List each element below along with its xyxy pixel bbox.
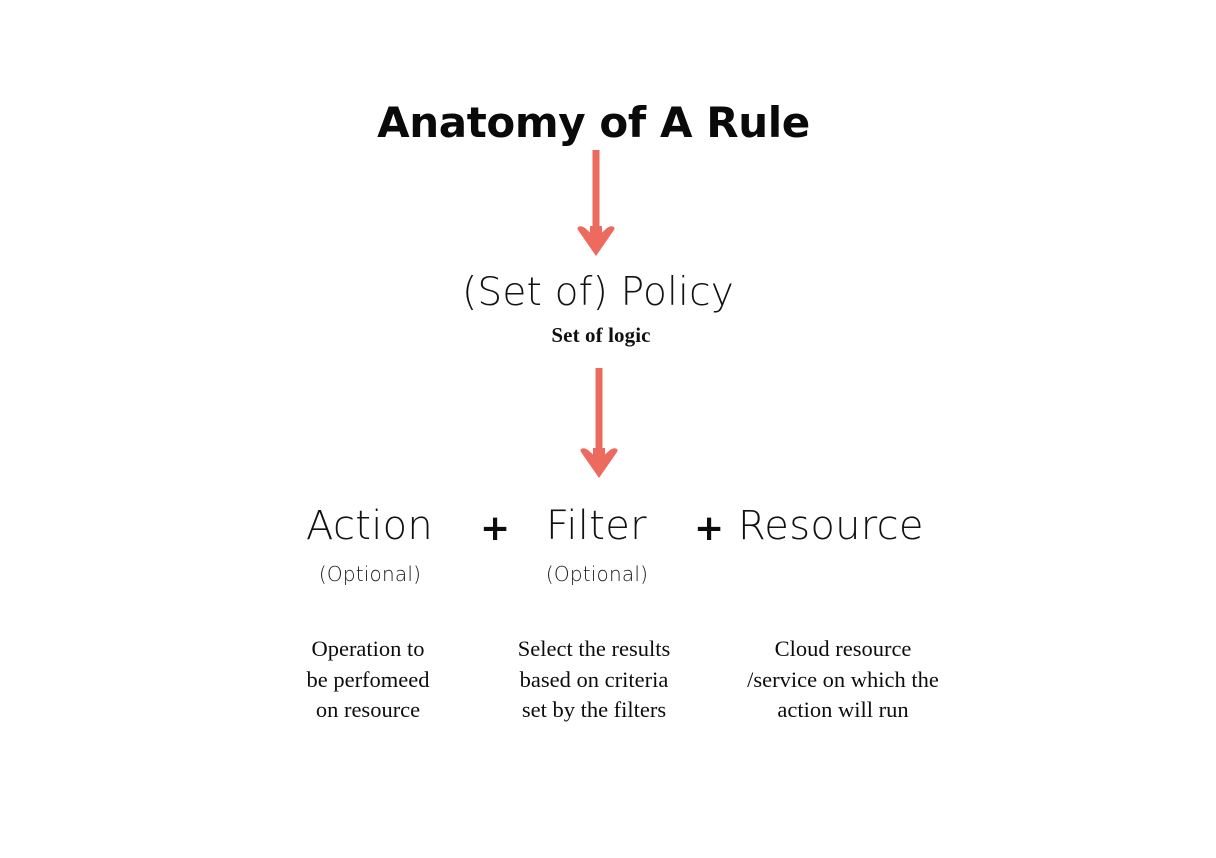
page-title: Anatomy of A Rule bbox=[377, 98, 810, 147]
plus-operator-1: + bbox=[480, 508, 511, 549]
components-row: Action + Filter + Resource bbox=[288, 498, 938, 564]
component-label-action: Action bbox=[306, 503, 434, 549]
component-label-resource: Resource bbox=[738, 503, 924, 549]
description-action: Operation to be perfomeed on resource bbox=[306, 636, 430, 722]
component-label-filter: Filter bbox=[546, 503, 647, 549]
description-resource: Cloud resource /service on which the act… bbox=[747, 636, 939, 722]
descriptions-row: Operation to be perfomeed on resource Se… bbox=[268, 634, 968, 726]
plus-operator-2: + bbox=[694, 508, 725, 549]
optional-label-action: (Optional) bbox=[318, 562, 422, 586]
policy-subtitle: Set of logic bbox=[551, 323, 651, 347]
arrow-title-to-policy-icon bbox=[568, 150, 624, 267]
description-filter: Select the results based on criteria set… bbox=[517, 636, 671, 722]
policy-label: (Set of) Policy bbox=[461, 270, 735, 315]
optional-label-filter: (Optional) bbox=[545, 562, 649, 586]
arrow-policy-to-components-icon bbox=[571, 368, 627, 489]
